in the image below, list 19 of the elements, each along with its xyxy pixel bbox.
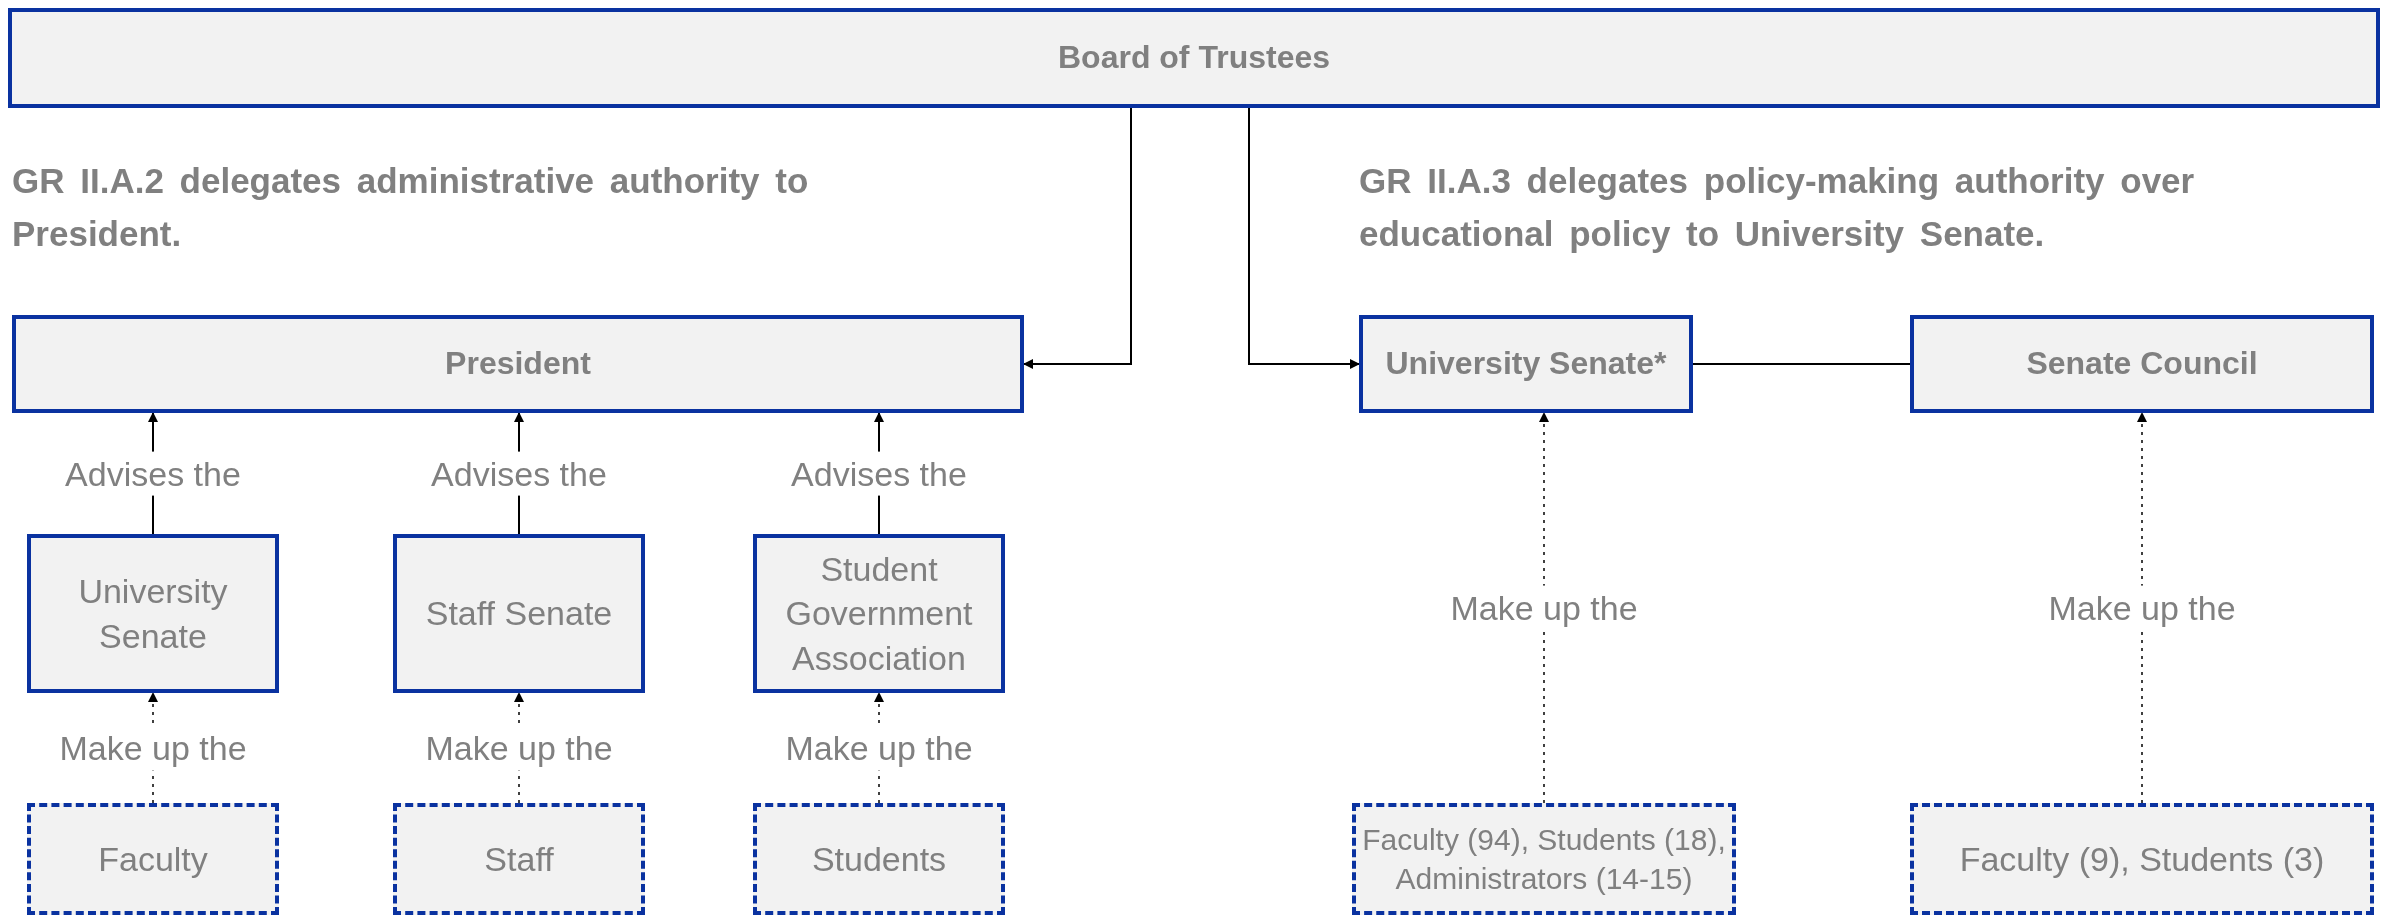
org-box: Student Government Association [753,534,1005,693]
org-box: Staff Senate [393,534,645,693]
group-box: Staff [393,803,645,915]
note-text: GR II.A.3 delegates policy-making authority over educational policy to University Senate. [1359,160,2196,255]
arrow [1248,107,1360,369]
org-box: President [12,315,1024,413]
arrow [1023,107,1132,369]
group-box: Faculty (94), Students (18), Administrators (14-15) [1352,803,1736,915]
org-box: University Senate* [1359,315,1693,413]
org-box: University Senate [27,534,279,693]
connector-line [1692,363,1911,365]
group-box: Students [753,803,1005,915]
group-box: Faculty (9), Students (3) [1910,803,2374,915]
arrow [1539,412,1549,804]
arrow [2137,412,2147,804]
org-box: Senate Council [1910,315,2374,413]
group-box: Faculty [27,803,279,915]
org-box: Board of Trustees [8,8,2380,108]
note-text: GR II.A.2 delegates administrative authority to President. [12,160,810,255]
